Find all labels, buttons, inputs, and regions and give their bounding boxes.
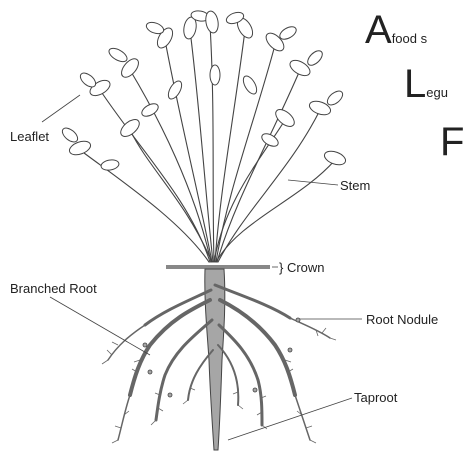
label-crown: } Crown <box>279 260 325 275</box>
leader-leaflet <box>42 95 80 122</box>
leaves <box>60 10 347 172</box>
label-stem: Stem <box>340 178 370 193</box>
root-system <box>205 269 225 450</box>
label-root-nodule: Root Nodule <box>366 312 438 327</box>
crown-bar <box>166 265 270 269</box>
label-leaflet: Leaflet <box>10 129 49 144</box>
leader-taproot <box>228 398 352 440</box>
label-taproot: Taproot <box>354 390 397 405</box>
leader-branched-root <box>50 297 150 355</box>
label-branched-root: Branched Root <box>10 281 97 296</box>
